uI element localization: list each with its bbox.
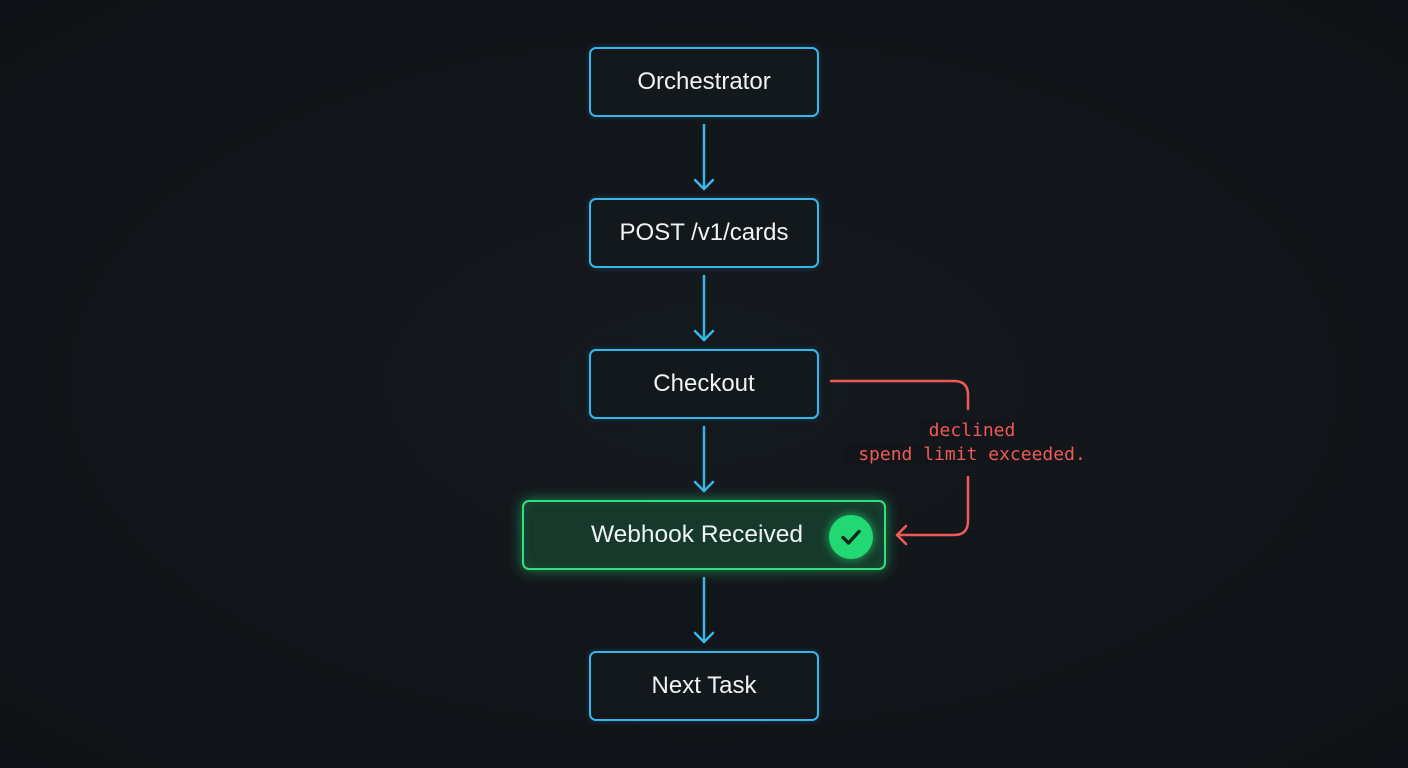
node-next-task-label: Next Task: [651, 672, 757, 699]
arrow-checkout-to-webhook: [693, 425, 715, 493]
node-webhook-received-label: Webhook Received: [591, 521, 804, 548]
decline-status-label: declined: [920, 420, 1024, 441]
node-orchestrator-label: Orchestrator: [637, 68, 771, 95]
node-post-cards-label: POST /v1/cards: [619, 219, 789, 246]
arrow-post-to-checkout: [693, 274, 715, 342]
decline-reason-label: spend limit exceeded.: [842, 444, 1102, 465]
node-webhook-received[interactable]: Webhook Received: [522, 500, 886, 570]
node-checkout-label: Checkout: [653, 370, 755, 397]
node-checkout[interactable]: Checkout: [589, 349, 819, 419]
node-orchestrator[interactable]: Orchestrator: [589, 47, 819, 117]
decline-loop-connector: [829, 379, 970, 546]
check-icon: [829, 515, 873, 559]
arrow-orchestrator-to-post: [693, 123, 715, 191]
node-next-task[interactable]: Next Task: [589, 651, 819, 721]
arrow-webhook-to-next: [693, 576, 715, 644]
node-post-cards[interactable]: POST /v1/cards: [589, 198, 819, 268]
